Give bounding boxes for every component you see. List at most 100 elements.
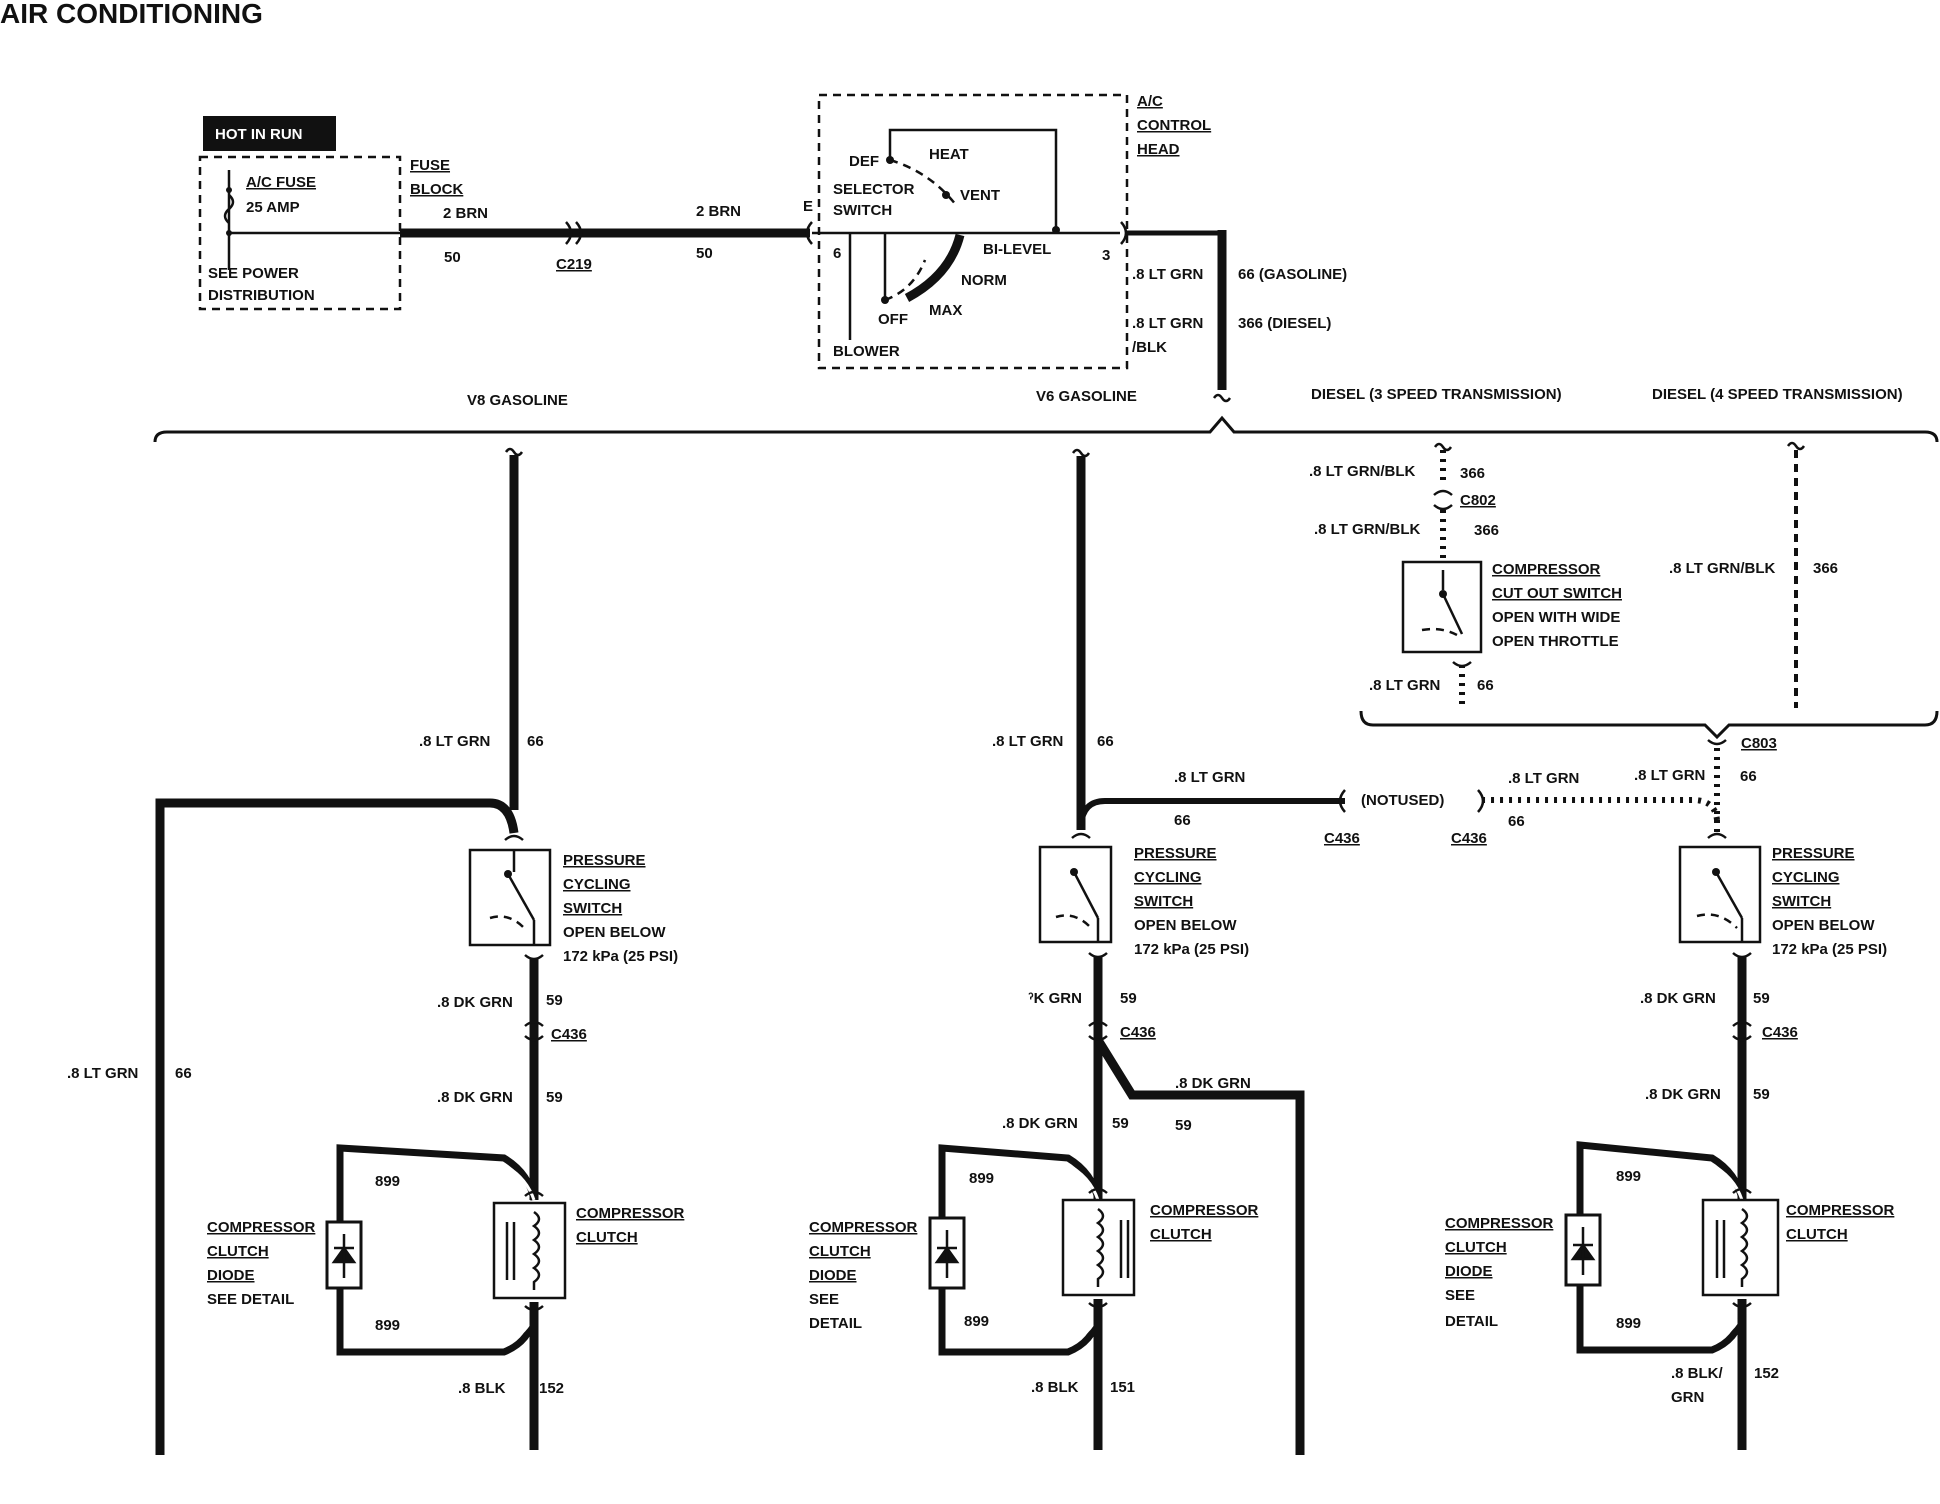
d4-899-b: 899: [1616, 1315, 1641, 1332]
d4-n1: 366: [1813, 560, 1838, 577]
v6-59-a: 59: [1120, 990, 1137, 1007]
off-label: OFF: [878, 311, 908, 328]
v8-left-lt-grn: .8 LT GRN: [67, 1065, 138, 1082]
v6-break: [1071, 448, 1091, 458]
d4-66: 66: [1740, 768, 1757, 785]
bilevel-label: BI-LEVEL: [983, 241, 1051, 258]
control-head-outline: [817, 93, 1129, 370]
hot-in-run-badge: [203, 116, 336, 151]
v6-59-b: 59: [1112, 1115, 1129, 1132]
section-diesel-4spd: DIESEL (4 SPEED TRANSMISSION): [1652, 386, 1903, 403]
d4-diode-1: COMPRESSOR: [1445, 1215, 1554, 1232]
pin-e: E: [803, 198, 813, 215]
v6-pcs-2: CYCLING: [1134, 869, 1202, 886]
section-v6: V6 GASOLINE: [1036, 388, 1137, 405]
d3-c802: C802: [1460, 492, 1496, 509]
v6-diode-4: SEE: [809, 1291, 839, 1308]
control-head-output: .8 LT GRN 66 (GASOLINE) .8 LT GRN /BLK 3…: [1126, 230, 1347, 403]
v6-pressure-switch: [1038, 845, 1113, 944]
d4-side-lt-grn: .8 LT GRN: [1508, 770, 1579, 787]
v6-clutch-1: COMPRESSOR: [1150, 1202, 1259, 1219]
v8-diode-symbol: [331, 1234, 357, 1278]
v8-break: [504, 447, 524, 457]
v6-side-wire: [1078, 798, 1345, 826]
wire-50-b: 50: [696, 245, 713, 262]
out-wire-1: .8 LT GRN: [1132, 266, 1203, 283]
d4-pcs-3: SWITCH: [1772, 893, 1831, 910]
d4-152: 152: [1754, 1365, 1779, 1382]
wire-2brn-b: 2 BRN: [696, 203, 741, 220]
ac-control-head: A/C CONTROL HEAD E 6 3 DEF HEAT VENT BI-…: [803, 93, 1211, 370]
v8-899-a: 899: [375, 1173, 400, 1190]
v6-ps-actuator: [1055, 914, 1093, 930]
v8-pcs-1: PRESSURE: [563, 852, 646, 869]
v8-diode-4: SEE DETAIL: [207, 1291, 294, 1308]
v6-branch-59: 59: [1175, 1117, 1192, 1134]
section-bracket: V8 GASOLINE V6 GASOLINE DIESEL (3 SPEED …: [153, 386, 1939, 443]
v6-c436-left-connector: [1338, 789, 1346, 813]
v6-899-a: 899: [969, 1170, 994, 1187]
d4-blk-2: GRN: [1671, 1389, 1704, 1406]
v8-blk: .8 BLK: [458, 1380, 506, 1397]
pin-3-connector: [1120, 221, 1128, 245]
v6-blk: .8 BLK: [1031, 1379, 1079, 1396]
selector-label-1: SELECTOR: [833, 181, 915, 198]
d3-w2: .8 LT GRN/BLK: [1314, 521, 1421, 538]
v8-66: 66: [527, 733, 544, 750]
hot-in-run-label: HOT IN RUN: [215, 126, 303, 143]
v8-diode-1: COMPRESSOR: [207, 1219, 316, 1236]
selector-label-2: SWITCH: [833, 202, 892, 219]
v8-clutch-coil: [531, 1210, 541, 1290]
v6-ps-blade: [1072, 871, 1100, 919]
d4-diode-5: DETAIL: [1445, 1313, 1498, 1330]
v6-dk-grn-a: ˀK GRN: [1028, 990, 1082, 1007]
v6-diode-5: DETAIL: [809, 1315, 862, 1332]
d3-break: [1433, 442, 1453, 452]
v6-pcs-3: SWITCH: [1134, 893, 1193, 910]
v6-clutch-2: CLUTCH: [1150, 1226, 1212, 1243]
v8-c436: C436: [551, 1026, 587, 1043]
d4-side-wire: [1478, 797, 1720, 821]
def-label: DEF: [849, 153, 879, 170]
v6-branch-dk-grn: [1094, 1037, 1305, 1455]
selector-arc-top: [889, 158, 957, 206]
v8-pressure-switch: [468, 848, 552, 947]
v8-clutch-1: COMPRESSOR: [576, 1205, 685, 1222]
v8-left-66: 66: [175, 1065, 192, 1082]
v6-pcs-4: OPEN BELOW: [1134, 917, 1237, 934]
output-break: [1212, 393, 1232, 403]
v6-side-66: 66: [1174, 812, 1191, 829]
vent-contact: [942, 191, 950, 199]
v6-151: 151: [1110, 1379, 1135, 1396]
d4-c436: C436: [1762, 1024, 1798, 1041]
d3-n3: 66: [1477, 677, 1494, 694]
diesel-merge-brace: [1359, 710, 1939, 740]
v6-ps-connector-top: [1071, 832, 1091, 839]
d4-clutch-coil: [1739, 1207, 1749, 1287]
section-diesel-3spd: DIESEL (3 SPEED TRANSMISSION): [1311, 386, 1562, 403]
v6-clutch-coil: [1095, 1207, 1105, 1287]
connector-c219-symbol: [565, 221, 583, 245]
d4-c803-symbol: [1707, 739, 1727, 746]
v8-ps-actuator: [489, 915, 527, 931]
heat-label: HEAT: [929, 146, 969, 163]
d4-ps-blade: [1714, 871, 1744, 919]
wire-50-a: 50: [444, 249, 461, 266]
v6-diode-3: DIODE: [809, 1267, 857, 1284]
wire-2brn-a: 2 BRN: [443, 205, 488, 222]
v8-pcs-4: OPEN BELOW: [563, 924, 666, 941]
fuse-block-label: FUSE: [410, 157, 450, 174]
d4-ps-connector-top: [1707, 832, 1727, 839]
v8-branch: .8 LT GRN 66 .8 LT GRN 66 PRESSURE CYCLI…: [67, 447, 685, 1455]
fuse-amp: 25 AMP: [246, 199, 300, 216]
v6-diode-2: CLUTCH: [809, 1243, 871, 1260]
v6-branch-dk-grn-label: .8 DK GRN: [1175, 1075, 1251, 1092]
pin-e-connector: [805, 221, 813, 245]
d4-diode-2: CLUTCH: [1445, 1239, 1507, 1256]
d4-diode-symbol: [1570, 1227, 1596, 1275]
fuse-block-label-2: BLOCK: [410, 181, 463, 198]
d4-c436-right-connector: [1477, 789, 1485, 813]
v8-899-b: 899: [375, 1317, 400, 1334]
d4-pressure-switch: [1678, 845, 1762, 944]
